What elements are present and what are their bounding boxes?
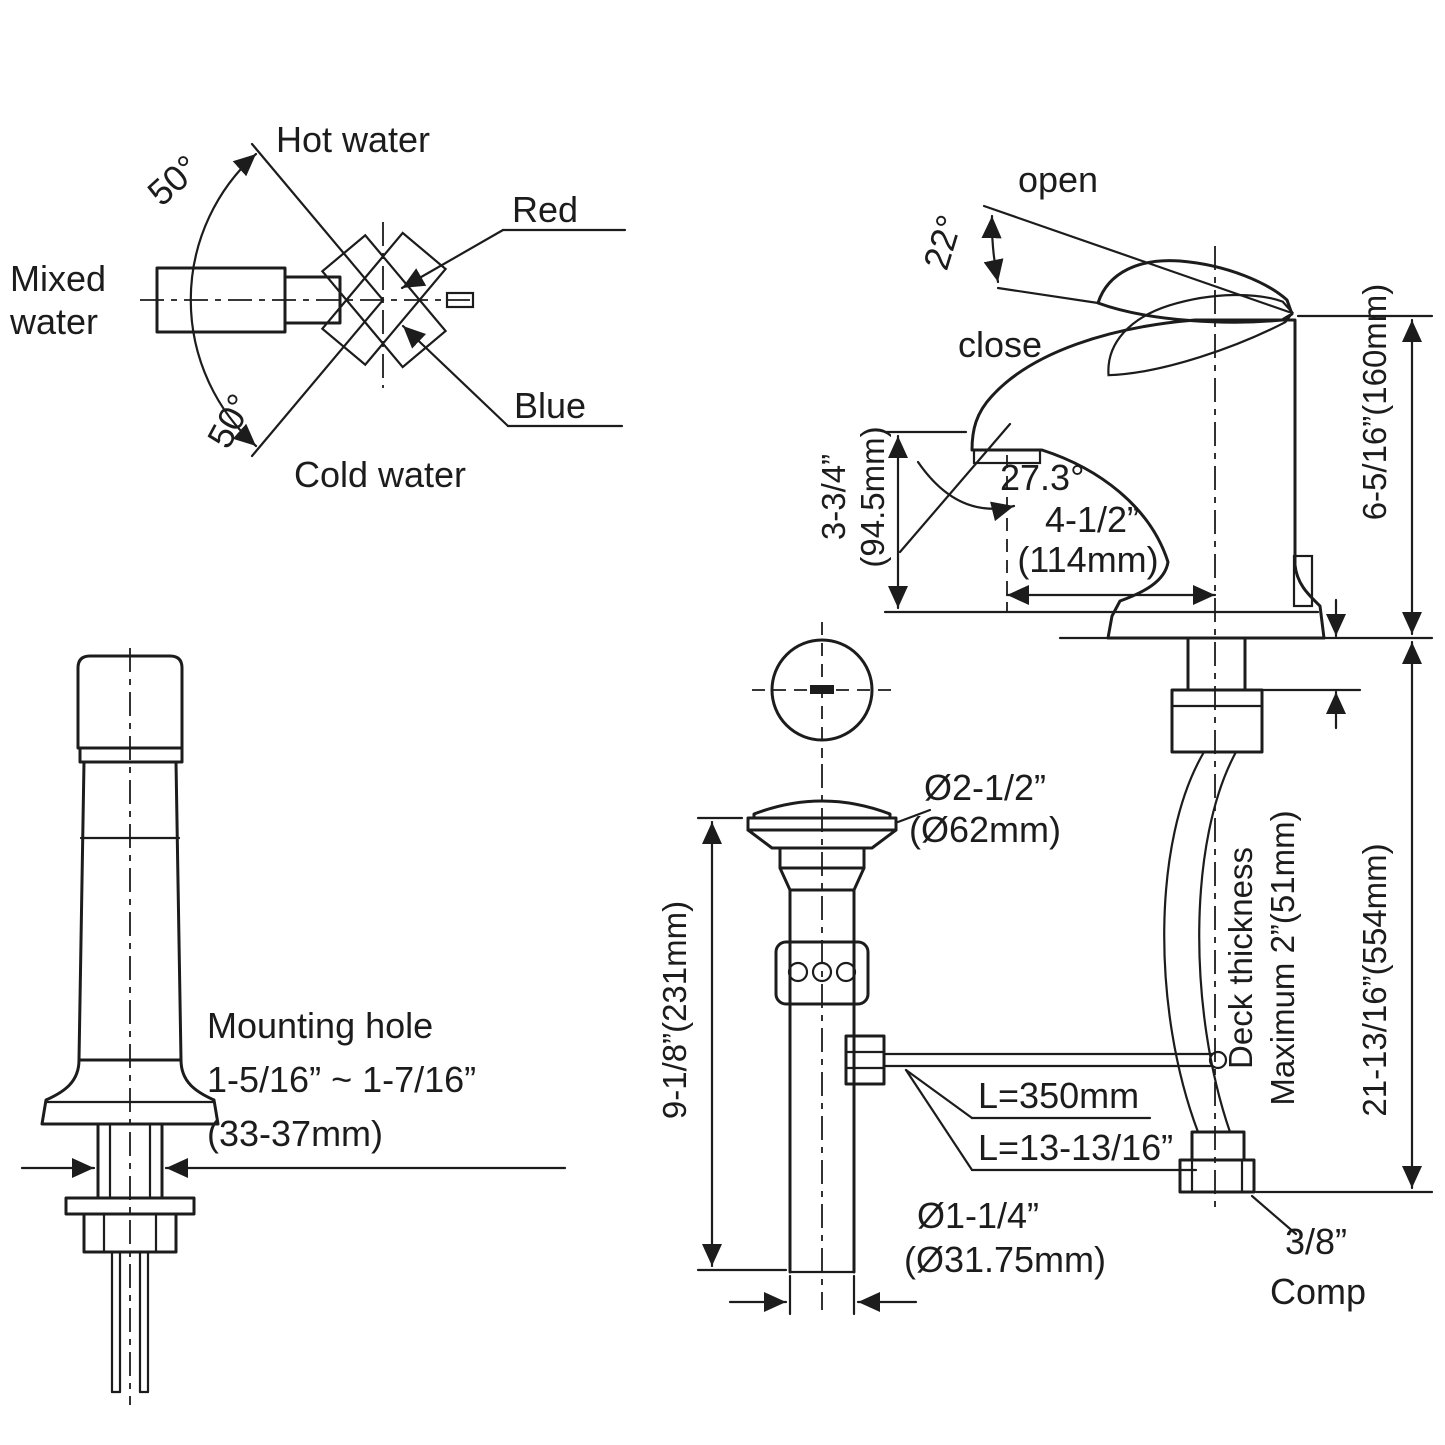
mixed-water-label-line2: water bbox=[9, 301, 98, 342]
comp-nut bbox=[1178, 1158, 1256, 1194]
popup-rod-end bbox=[1208, 1050, 1228, 1070]
supply-hose-left bbox=[1163, 750, 1206, 1134]
flange-dia-leader bbox=[896, 808, 932, 824]
flange-taper bbox=[746, 828, 898, 850]
overflow-hole-2 bbox=[811, 961, 833, 983]
mounting-hole-label-line1: Mounting hole bbox=[207, 1005, 433, 1046]
deck-thickness-label-line2: Maximum 2”(51mm) bbox=[1264, 810, 1301, 1105]
flange-diameter-label-in: Ø2-1/2” bbox=[924, 767, 1046, 808]
lever-closed bbox=[1096, 259, 1294, 324]
drain-assembly-diagram: Ø2-1/2” (Ø62mm) 9-1/8”(231mm) L=350mm L=… bbox=[656, 622, 1228, 1316]
overflow-body bbox=[774, 940, 870, 1006]
spout-outline bbox=[970, 318, 1197, 640]
spout-height-label-mm: (94.5mm) bbox=[854, 426, 891, 567]
reach-label-mm: (114mm) bbox=[1017, 539, 1158, 580]
spout-angle-line bbox=[898, 422, 1012, 554]
rod-length-label-mm: L=350mm bbox=[978, 1075, 1139, 1116]
overflow-hole-3 bbox=[835, 961, 857, 983]
pipe-diameter-label-in: Ø1-1/4” bbox=[917, 1195, 1039, 1236]
base-flare bbox=[40, 1058, 220, 1126]
faucet-side-view: open 22° close 27.3° 4-1/2” (114mm) 3-3/… bbox=[815, 159, 1434, 1312]
mounting-hole-label-line2: 1-5/16” ~ 1-7/16” bbox=[207, 1059, 476, 1100]
indicator-pin bbox=[445, 291, 475, 309]
faucet-front-view: Mounting hole 1-5/16” ~ 1-7/16” (33-37mm… bbox=[20, 648, 567, 1405]
spout-angle-label: 27.3° bbox=[1000, 457, 1084, 498]
open-angle-arc bbox=[981, 214, 1004, 284]
stopper-dome bbox=[752, 799, 892, 820]
red-label: Red bbox=[512, 189, 578, 230]
hot-limit-line bbox=[250, 142, 385, 302]
hot-water-label: Hot water bbox=[276, 119, 430, 160]
blue-leader-line bbox=[401, 324, 510, 428]
mounting-nut bbox=[82, 1212, 178, 1254]
mixed-water-label-line1: Mixed bbox=[10, 258, 106, 299]
comp-leader-line bbox=[1250, 1194, 1298, 1236]
lever-open bbox=[1107, 293, 1294, 377]
pipe-diameter-label-mm: (Ø31.75mm) bbox=[904, 1239, 1106, 1280]
cold-water-label: Cold water bbox=[294, 454, 466, 495]
under-deck-nut bbox=[1170, 688, 1264, 754]
rod-leader-2 bbox=[904, 1068, 974, 1172]
lift-rod-knob bbox=[1292, 554, 1314, 608]
supply-size-label-line1: 3/8” bbox=[1285, 1221, 1347, 1262]
pivot-housing bbox=[844, 1034, 886, 1086]
close-position-line bbox=[996, 286, 1100, 305]
mounting-hole-label-line3: (33-37mm) bbox=[207, 1113, 383, 1154]
close-label: close bbox=[958, 324, 1042, 365]
drain-height-label: 9-1/8”(231mm) bbox=[656, 901, 693, 1119]
blue-label: Blue bbox=[514, 385, 586, 426]
rod-leader-1 bbox=[904, 1068, 974, 1120]
cold-limit-line bbox=[250, 298, 385, 458]
overflow-hole-1 bbox=[787, 961, 809, 983]
flange-diameter-label-mm: (Ø62mm) bbox=[909, 809, 1061, 850]
open-position-line bbox=[982, 204, 1291, 314]
rod-length-label-in: L=13-13/16” bbox=[978, 1127, 1173, 1168]
stopper-slot bbox=[810, 685, 834, 694]
height-above-deck-label: 6-5/16”(160mm) bbox=[1356, 284, 1393, 521]
rotation-arc bbox=[189, 152, 258, 448]
total-height-label: 21-13/16”(554mm) bbox=[1356, 843, 1393, 1116]
spout-angle-arc bbox=[916, 460, 1016, 522]
red-leader-line bbox=[400, 228, 505, 290]
supply-hose-right bbox=[1198, 750, 1238, 1134]
open-label: open bbox=[1018, 159, 1098, 200]
reach-label-in: 4-1/2” bbox=[1045, 499, 1139, 540]
supply-size-label-line2: Comp bbox=[1270, 1271, 1366, 1312]
handle-body bbox=[76, 654, 184, 750]
spout-height-label-in: 3-3/4” bbox=[815, 454, 852, 540]
deck-thickness-label-line1: Deck thickness bbox=[1222, 847, 1259, 1069]
